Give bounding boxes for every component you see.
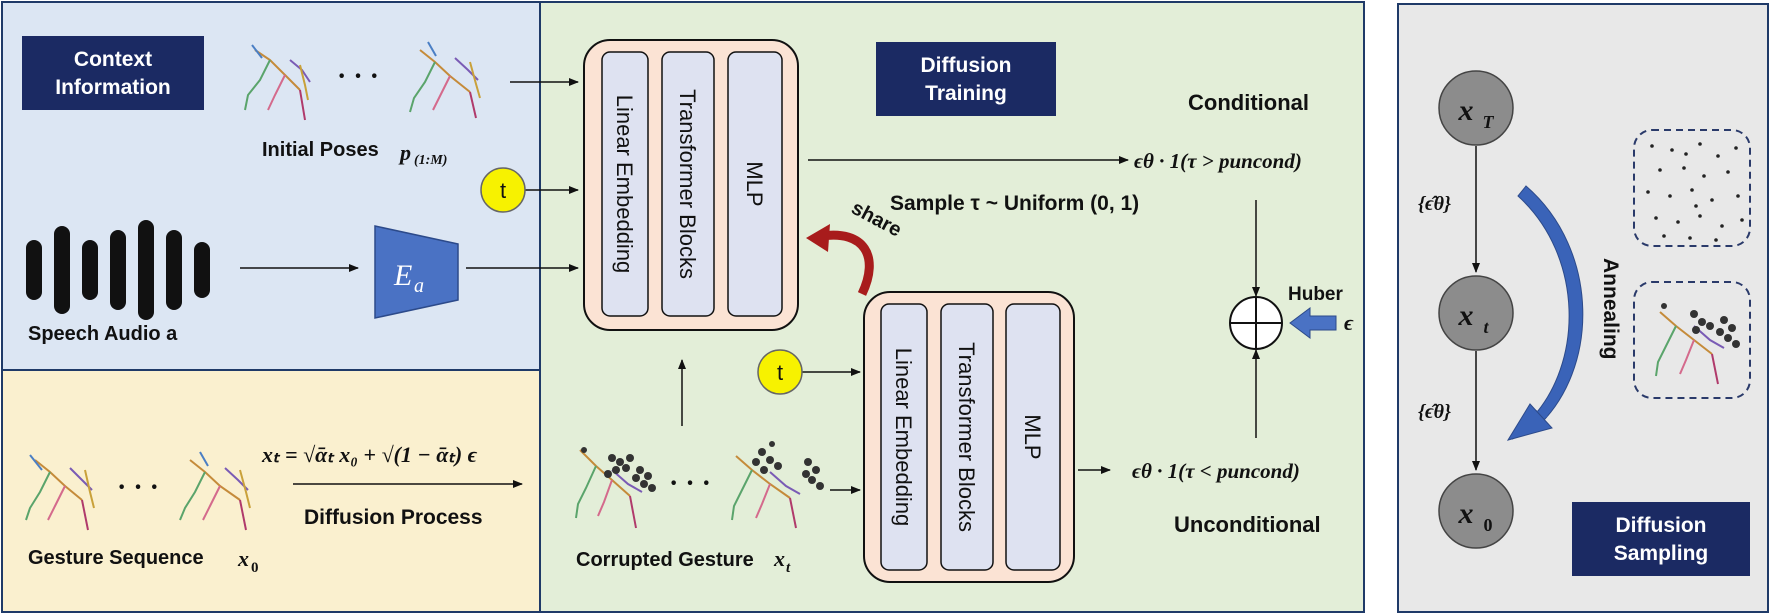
gesture-sequence-skeleton-2 <box>179 451 251 531</box>
timestep-t-label-2: t <box>777 360 783 385</box>
conditional-model-block: Linear Embedding Transformer Blocks MLP <box>583 39 799 331</box>
diffusion-process-panel <box>1 369 541 613</box>
sampling-node-xT: x T <box>1438 70 1514 146</box>
edge-label-upper: {ϵ̂θ} <box>1418 193 1451 215</box>
gesture-ellipsis: · · · <box>117 472 159 503</box>
sampling-badge-line2: Sampling <box>1614 542 1709 565</box>
initial-poses-subscript: (1:M) <box>414 153 447 168</box>
node-xt-main: x <box>1458 299 1474 332</box>
corrupted-gesture-skeleton-1 <box>575 449 643 529</box>
node-x0-sub: 0 <box>1484 515 1493 535</box>
initial-poses-symbol: p <box>398 140 411 165</box>
audio-encoder-block: E a <box>374 225 459 319</box>
initial-pose-skeleton-1 <box>244 44 311 121</box>
sample-tau-label: Sample τ ~ Uniform (0, 1) <box>890 192 1139 215</box>
timestep-t-label: t <box>500 178 506 203</box>
gesture-sequence-symbol: x <box>237 546 249 571</box>
sampling-node-x0: x 0 <box>1438 473 1514 549</box>
forward-diffusion-formula: xₜ = √ᾱₜ x₀ + √(1 − ᾱₜ) ϵ <box>261 442 478 467</box>
unconditional-formula: ϵθ · 1(τ < puncond) <box>1132 459 1300 483</box>
training-badge-line2: Training <box>925 82 1007 105</box>
upper-transformer-blocks-label: Transformer Blocks <box>675 89 700 279</box>
upper-linear-embedding <box>601 51 649 317</box>
epsilon-target-arrow <box>1289 307 1337 339</box>
encoder-symbol: E <box>393 259 412 292</box>
diffusion-sampling-badge: Diffusion Sampling <box>1572 502 1750 576</box>
conditional-label: Conditional <box>1188 90 1309 115</box>
context-badge-line2: Information <box>55 76 171 99</box>
lower-linear-embedding-label: Linear Embedding <box>891 348 916 527</box>
initial-pose-skeleton-2 <box>409 41 481 119</box>
diffusion-process-label: Diffusion Process <box>304 506 483 529</box>
node-x0-main: x <box>1458 497 1474 530</box>
annealing-label: Annealing <box>1599 258 1622 360</box>
corrupted-noise-dots-1 <box>581 447 656 492</box>
corrupted-gesture-symbol: x <box>773 546 785 571</box>
lower-mlp <box>1005 303 1061 571</box>
speech-waveform-icon <box>26 220 210 320</box>
node-xT-sub: T <box>1483 112 1495 132</box>
upper-transformer-blocks <box>661 51 715 317</box>
lower-transformer-blocks-label: Transformer Blocks <box>954 342 979 532</box>
unconditional-model-block: Linear Embedding Transformer Blocks MLP <box>863 291 1075 583</box>
gesture-sequence-skeleton-1 <box>25 454 95 531</box>
diffusion-training-badge: Diffusion Training <box>876 42 1056 116</box>
corrupted-gesture-skeleton-2 <box>731 455 801 529</box>
corrupted-gesture-subscript: t <box>786 560 791 576</box>
upper-mlp-label: MLP <box>742 161 767 206</box>
corrupted-gesture-label: Corrupted Gesture <box>576 549 754 571</box>
context-badge-line1: Context <box>74 48 152 71</box>
training-badge-line1: Diffusion <box>921 54 1012 77</box>
sampling-badge-line1: Diffusion <box>1616 514 1707 537</box>
poses-ellipsis: · · · <box>337 61 379 92</box>
gesture-sequence-subscript: 0 <box>251 560 259 576</box>
epsilon-target-label: ϵ <box>1344 310 1354 335</box>
lower-transformer-blocks <box>940 303 994 571</box>
timestep-t-circle: t <box>480 167 526 213</box>
gesture-sequence-label: Gesture Sequence <box>28 547 204 569</box>
huber-loss-label: Huber <box>1288 284 1344 305</box>
upper-mlp <box>727 51 783 317</box>
encoder-subscript: a <box>414 275 424 297</box>
sampling-node-xt: x t <box>1438 275 1514 351</box>
annealing-arc-arrow <box>1506 185 1584 441</box>
lower-mlp-label: MLP <box>1020 414 1045 459</box>
corrupted-noise-dots-2 <box>752 441 824 490</box>
sum-operator-icon <box>1229 296 1283 350</box>
node-xt-sub: t <box>1483 317 1489 337</box>
initial-poses-label: Initial Poses <box>262 139 379 161</box>
speech-audio-label: Speech Audio a <box>28 323 178 345</box>
unconditional-label: Unconditional <box>1174 512 1321 537</box>
conditional-formula: ϵθ · 1(τ > puncond) <box>1134 149 1302 173</box>
corrupted-ellipsis: · · · <box>669 468 711 499</box>
noise-preview-box <box>1633 129 1751 247</box>
node-xT-main: x <box>1458 94 1474 127</box>
upper-linear-embedding-label: Linear Embedding <box>612 95 637 274</box>
context-information-badge: Context Information <box>22 36 204 110</box>
edge-label-lower: {ϵ̂θ} <box>1418 401 1451 423</box>
lower-linear-embedding <box>880 303 928 571</box>
result-preview-box <box>1633 281 1751 399</box>
timestep-t-circle-2: t <box>757 349 803 395</box>
